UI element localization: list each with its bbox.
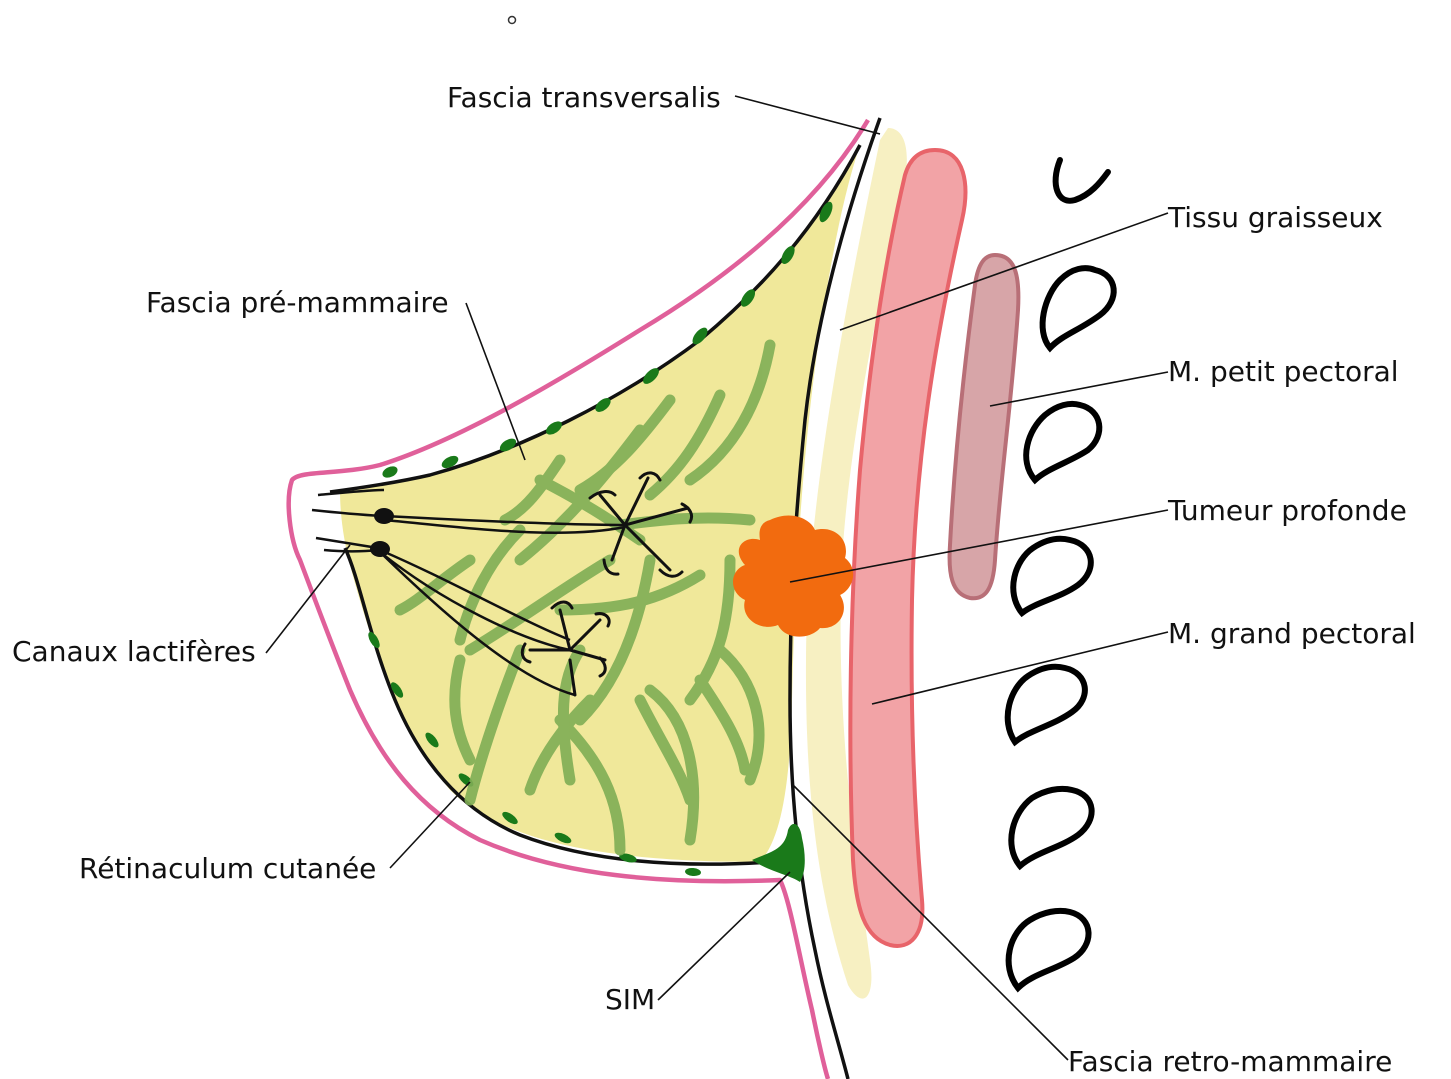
label-tumeur-profonde: Tumeur profonde [1167,494,1407,527]
rib-1 [1056,160,1108,201]
top-dot [509,17,516,24]
rib-5 [1008,667,1085,742]
label-sim: SIM [605,983,655,1016]
leader-canaux-lactiferes [266,545,350,653]
label-fascia-retro-mammaire: Fascia retro-mammaire [1068,1045,1392,1078]
label-fascia-transversalis: Fascia transversalis [447,81,721,114]
leader-m-grand-pectoral [872,632,1168,704]
duct-orifice-1 [374,508,394,524]
rib-4 [1013,539,1091,613]
label-retinaculum-cutanee: Rétinaculum cutanée [79,852,376,885]
leader-fascia-pre-mammaire [466,303,525,460]
duct-orifice-2 [370,541,390,557]
leader-sim [658,872,790,1000]
label-tissu-graisseux: Tissu graisseux [1167,201,1383,234]
petit-pectoral-muscle [950,255,1019,598]
rib-6 [1011,789,1091,866]
label-m-grand-pectoral: M. grand pectoral [1168,617,1416,650]
mammary-gland [340,145,860,862]
leader-m-petit-pectoral [990,372,1168,406]
label-canaux-lactiferes: Canaux lactifères [12,635,256,668]
ribs [1008,160,1114,988]
rib-2 [1043,268,1114,348]
label-m-petit-pectoral: M. petit pectoral [1168,355,1399,388]
leader-fascia-transversalis [735,96,880,134]
rib-7 [1009,911,1089,988]
rib-3 [1026,404,1099,480]
label-fascia-pre-mammaire: Fascia pré-mammaire [146,286,449,319]
